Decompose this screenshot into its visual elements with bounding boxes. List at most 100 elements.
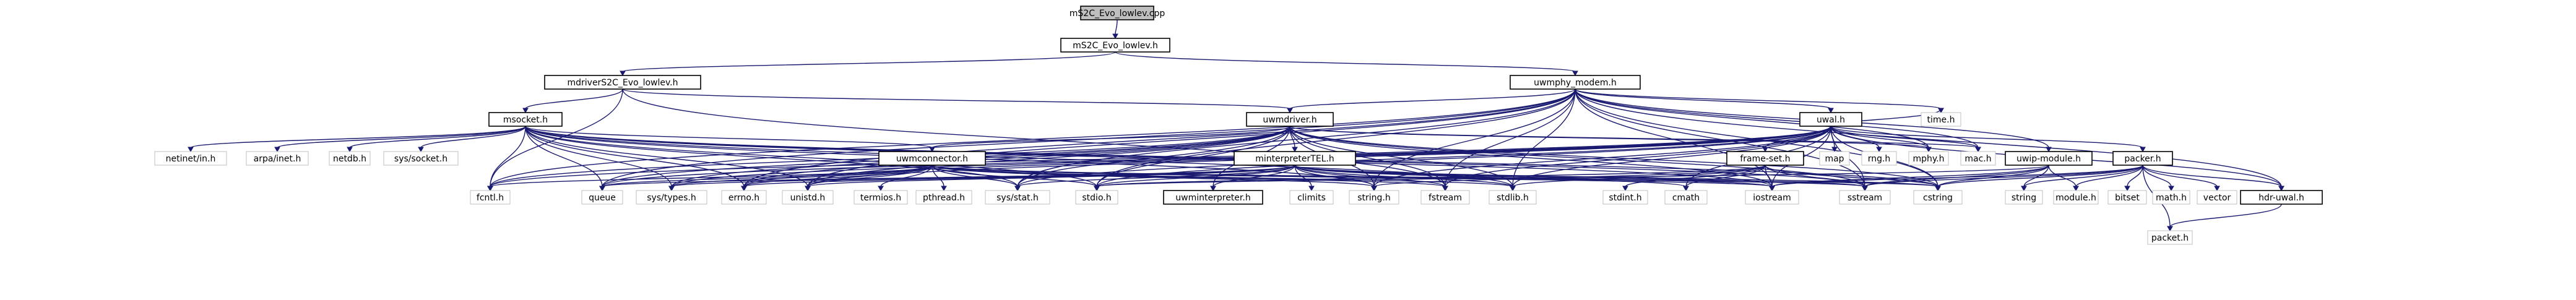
edge-arrowhead [1938,108,1944,114]
edge-arrowhead [2168,186,2174,192]
node-box-external [721,190,767,205]
node-box-external [1745,190,1799,205]
edge-uwmphy-to-fcntl [490,88,1576,187]
edge-uwal-to-queue [602,126,1831,187]
node-ms2ch[interactable]: mS2C_Evo_lowlev.h [1060,38,1170,53]
edge-arrowhead [1683,186,1689,192]
edge-arrowhead [418,147,424,153]
edge-uwmconnector-to-queue [602,165,933,187]
node-box-external [2005,190,2043,205]
node-hdruwal[interactable]: hdr-uwal.h [2240,190,2323,205]
edge-arrowhead [929,147,935,153]
node-uwmdriver[interactable]: uwmdriver.h [1246,112,1334,127]
node-stdio: stdio.h [1075,190,1118,205]
node-box-external [1289,190,1334,205]
edge-minterpreter-to-fstream [1294,165,1446,187]
node-label: uwmphy_modem.h [1534,78,1617,88]
edge-uwmconnector-to-systypes [671,165,933,187]
node-uwmphy[interactable]: uwmphy_modem.h [1510,75,1641,90]
node-frameset[interactable]: frame-set.h [1726,151,1804,166]
node-box [878,151,986,166]
edge-packer-to-vector [2142,165,2218,187]
node-label: sys/socket.h [394,154,447,164]
edge-mdriver-to-uwmdriver [622,88,1290,109]
node-mdriver[interactable]: mdriverS2C_Evo_lowlev.h [544,75,701,90]
edge-arrowhead [1371,186,1377,192]
edge-arrowhead [1926,147,1932,153]
node-box-external [985,190,1050,205]
node-layer: mS2C_Evo_lowlev.cpp mS2C_Evo_lowlev.hmdri… [154,6,2323,245]
node-stringh: string.h [1349,190,1399,205]
node-termios: termios.h [854,190,908,205]
node-queue: queue [581,190,623,205]
node-minterpreter[interactable]: minterpreterTEL.h [1234,151,1356,166]
edge-frameset-to-stdio [1096,165,1766,187]
node-label: netdb.h [333,154,366,164]
node-packer[interactable]: packer.h [2112,151,2173,166]
edge-uwipmodule-to-stdio [1096,165,2049,187]
edge-packer-to-module [2075,165,2143,187]
node-box-external [1819,151,1850,166]
node-mac: mac.h [1960,151,1996,166]
node-label: cmath [1672,193,1700,203]
edge-uwmphy-to-stringh [1373,88,1576,187]
edge-arrowhead [805,186,811,192]
node-label: packer.h [2124,154,2161,164]
node-iostream: iostream [1745,190,1799,205]
edge-uwmconnector-to-stdlib [931,165,1513,187]
edge-uwmdriver-to-iostream [1289,126,1773,187]
node-label: sys/stat.h [996,193,1039,203]
edge-uwmphy-to-timeh [1575,88,1942,109]
node-uwminterpreter[interactable]: uwminterpreter.h [1163,190,1263,205]
edge-uwmconnector-to-termios [880,165,933,187]
edge-uwmdriver-to-stdio [1096,126,1290,187]
node-box-external [1908,151,1949,166]
edge-msocket-to-uwmconnector [525,126,933,148]
node-uwmconnector[interactable]: uwmconnector.h [878,151,986,166]
edge-uwmdriver-to-cstring [1289,126,1938,187]
edge-uwal-to-mac [1830,126,1979,148]
node-box-external [1349,190,1399,205]
node-netinet: netinet/in.h [154,151,227,166]
edge-packer-to-bitset [2127,165,2143,187]
node-label: stdint.h [1609,193,1641,203]
node-label: sys/types.h [647,193,696,203]
edge-msocket-to-netinet [190,126,526,148]
edge-arrowhead [1210,186,1216,192]
node-box-external [2053,190,2099,205]
node-box-external [915,190,972,205]
edge-frameset-to-cmath [1685,165,1766,187]
node-uwal[interactable]: uwal.h [1799,112,1862,127]
node-box-external [1489,190,1537,205]
edge-minterpreter-to-sysstat [1017,165,1295,187]
edge-arrowhead [620,71,626,77]
edge-uwmphy-to-unistd [807,88,1576,187]
node-root[interactable]: mS2C_Evo_lowlev.cpp [1070,6,1165,20]
node-box-external [2152,190,2190,205]
node-label: fstream [1428,193,1462,203]
edge-uwal-to-fcntl [490,126,1831,187]
node-uwipmodule[interactable]: uwip-module.h [2005,151,2093,166]
edge-arrowhead [2124,186,2130,192]
edge-frameset-to-stdlib [1512,165,1766,187]
node-box-external [2147,230,2193,245]
node-box [544,75,701,90]
node-label: mS2C_Evo_lowlev.h [1073,41,1158,51]
edge-arrowhead [1094,186,1100,192]
node-mathh: math.h [2152,190,2190,205]
node-box-external [1913,190,1963,205]
edge-minterpreter-to-uwminterpreter [1212,165,1295,187]
node-box-external [1075,190,1118,205]
edge-arrowhead [668,186,675,192]
node-module: module.h [2053,190,2099,205]
edge-layer [188,19,2284,232]
node-stdint: stdint.h [1602,190,1648,205]
edge-frameset-to-stdint [1625,165,1766,187]
edge-uwmphy-to-stdlib [1512,88,1576,187]
node-label: uwip-module.h [2016,154,2081,164]
node-box-external [2197,190,2237,205]
node-climits: climits [1289,190,1334,205]
node-msocket[interactable]: msocket.h [488,112,563,127]
edge-arrowhead [741,186,747,192]
